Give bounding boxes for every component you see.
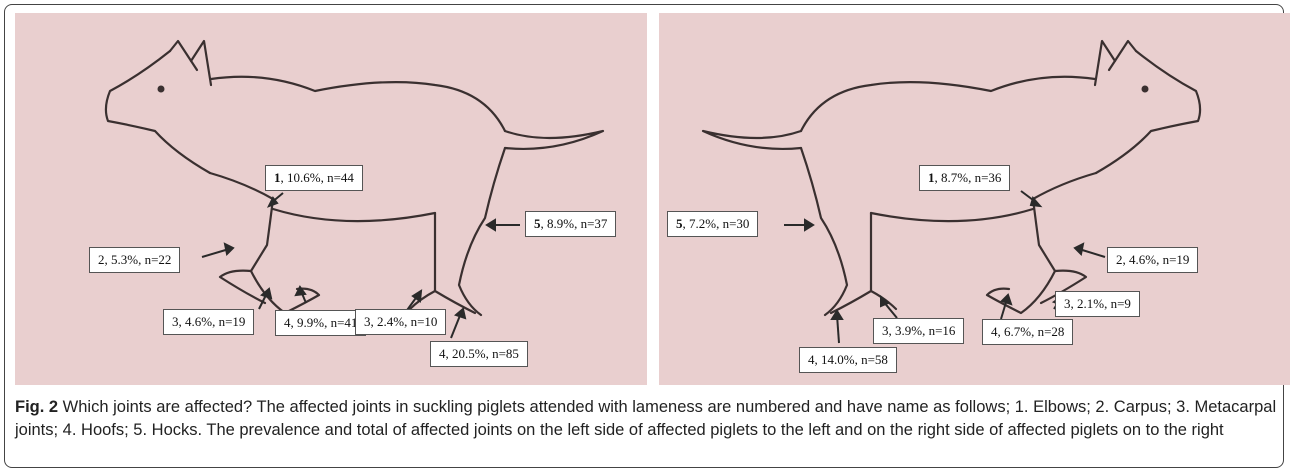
figure-frame: 1, 10.6%, n=44 5, 8.9%, n=37 2, 5.3%, n=… bbox=[4, 4, 1284, 468]
label-hock: 5, 8.9%, n=37 bbox=[525, 211, 616, 237]
right-piglet-outline bbox=[659, 13, 1290, 385]
label-metacarpal-hind: 3, 2.4%, n=10 bbox=[355, 309, 446, 335]
label-hoof-front: 4, 9.9%, n=41 bbox=[275, 310, 366, 336]
label-elbow: 1, 10.6%, n=44 bbox=[265, 165, 363, 191]
label-elbow: 1, 8.7%, n=36 bbox=[919, 165, 1010, 191]
label-hoof-hind: 4, 20.5%, n=85 bbox=[430, 341, 528, 367]
right-side-panel: 1, 8.7%, n=36 5, 7.2%, n=30 2, 4.6%, n=1… bbox=[659, 13, 1290, 385]
left-side-panel: 1, 10.6%, n=44 5, 8.9%, n=37 2, 5.3%, n=… bbox=[15, 13, 647, 385]
label-carpus: 2, 4.6%, n=19 bbox=[1107, 247, 1198, 273]
label-metacarpal-hind: 3, 3.9%, n=16 bbox=[873, 318, 964, 344]
figure-number: Fig. 2 bbox=[15, 398, 58, 416]
label-metacarpal-front: 3, 2.1%, n=9 bbox=[1055, 291, 1140, 317]
caption-text: Which joints are affected? The affected … bbox=[15, 398, 1276, 439]
figure-caption: Fig. 2 Which joints are affected? The af… bbox=[15, 396, 1281, 442]
label-metacarpal-front: 3, 4.6%, n=19 bbox=[163, 309, 254, 335]
label-hoof-front: 4, 6.7%, n=28 bbox=[982, 319, 1073, 345]
label-hock: 5, 7.2%, n=30 bbox=[667, 211, 758, 237]
eye-icon bbox=[158, 86, 165, 93]
label-carpus: 2, 5.3%, n=22 bbox=[89, 247, 180, 273]
label-hoof-hind: 4, 14.0%, n=58 bbox=[799, 347, 897, 373]
